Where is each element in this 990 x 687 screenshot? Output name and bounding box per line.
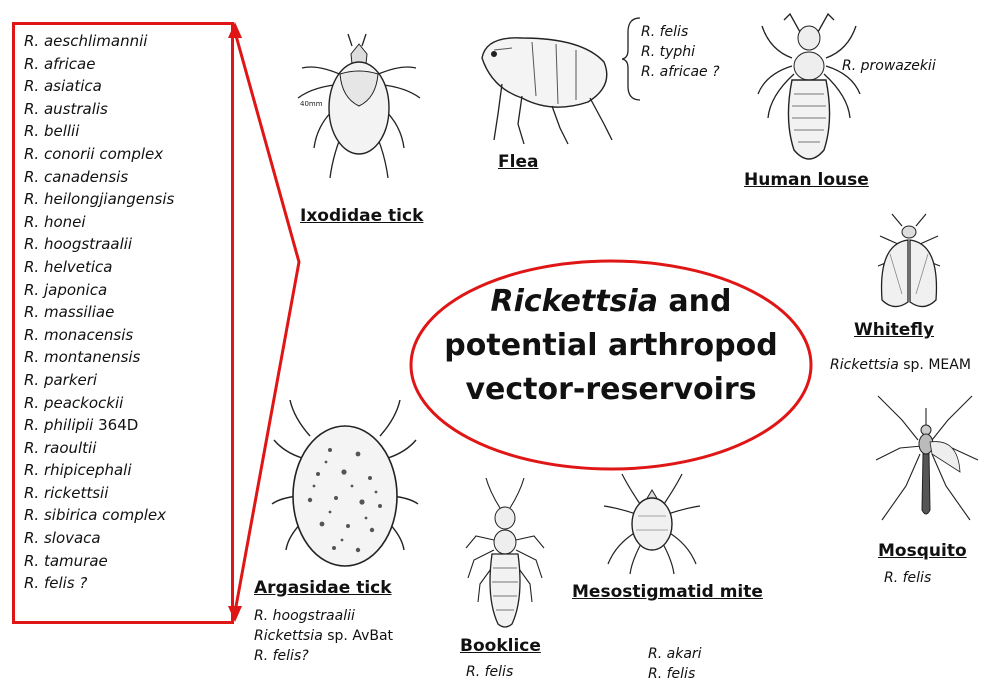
title-italic: Rickettsia [491, 284, 658, 319]
species-item: R. hoogstraalii [24, 233, 174, 256]
mesostigmatid-mite-icon [600, 472, 704, 576]
human-louse-label: Human louse [744, 170, 869, 190]
argasidae-tick-icon [270, 400, 420, 582]
title-line3: vector-reservoirs [408, 368, 814, 412]
argasidae-note: Rickettsia sp. AvBat [254, 626, 393, 646]
argasidae-note: R. felis? [254, 646, 393, 666]
species-item: R. conorii complex [24, 143, 174, 166]
booklice-label: Booklice [460, 636, 541, 656]
scale-text: 40mm [300, 100, 323, 108]
flea-note: R. typhi [641, 42, 720, 62]
species-item: R. africae [24, 53, 174, 76]
species-item: R. philipii 364D [24, 414, 174, 437]
species-item: R. sibirica complex [24, 504, 174, 527]
mosquito-icon [872, 390, 982, 540]
species-item: R. parkeri [24, 369, 174, 392]
species-item: R. heilongjiangensis [24, 188, 174, 211]
species-item: R. rhipicephali [24, 459, 174, 482]
mosquito-note: R. felis [884, 568, 931, 588]
diagram-title: Rickettsia and potential arthropod vecto… [408, 280, 814, 412]
ixodidae-tick-label: Ixodidae tick [300, 206, 423, 226]
species-item: R. raoultii [24, 437, 174, 460]
species-item: R. slovaca [24, 527, 174, 550]
ixodidae-tick-icon: 40mm [296, 28, 426, 193]
flea-note: R. africae ? [641, 62, 720, 82]
mite-notes: R. akari R. felis [648, 644, 702, 684]
flea-brace [622, 16, 642, 102]
flea-notes: R. felis R. typhi R. africae ? [641, 22, 720, 82]
mosquito-label: Mosquito [878, 541, 967, 561]
flea-icon [472, 28, 622, 146]
species-item: R. montanensis [24, 346, 174, 369]
whitefly-note: Rickettsia sp. MEAM [830, 355, 971, 375]
species-item: R. felis ? [24, 572, 174, 595]
title-rest: and [658, 284, 732, 319]
species-item: R. massiliae [24, 301, 174, 324]
mite-note: R. akari [648, 644, 702, 664]
species-item: R. asiatica [24, 75, 174, 98]
flea-note: R. felis [641, 22, 720, 42]
argasidae-note: R. hoogstraalii [254, 606, 393, 626]
flea-label: Flea [498, 152, 538, 172]
species-item: R. aeschlimannii [24, 30, 174, 53]
louse-note: R. prowazekii [842, 56, 936, 76]
species-item: R. australis [24, 98, 174, 121]
argasidae-tick-label: Argasidae tick [254, 578, 392, 598]
booklice-note: R. felis [466, 662, 513, 682]
argasidae-notes: R. hoogstraalii Rickettsia sp. AvBat R. … [254, 606, 393, 666]
species-item: R. helvetica [24, 256, 174, 279]
species-item: R. monacensis [24, 324, 174, 347]
human-louse-icon [754, 10, 864, 170]
whitefly-icon [872, 214, 946, 314]
whitefly-label: Whitefly [854, 320, 934, 340]
booklice-icon [460, 478, 550, 630]
species-item: R. canadensis [24, 166, 174, 189]
species-item: R. bellii [24, 120, 174, 143]
title-line2: potential arthropod [408, 324, 814, 368]
species-item: R. peackockii [24, 392, 174, 415]
species-item: R. japonica [24, 279, 174, 302]
mite-note: R. felis [648, 664, 702, 684]
mesostigmatid-mite-label: Mesostigmatid mite [572, 582, 763, 602]
species-item: R. honei [24, 211, 174, 234]
species-item: R. tamurae [24, 550, 174, 573]
species-item: R. rickettsii [24, 482, 174, 505]
